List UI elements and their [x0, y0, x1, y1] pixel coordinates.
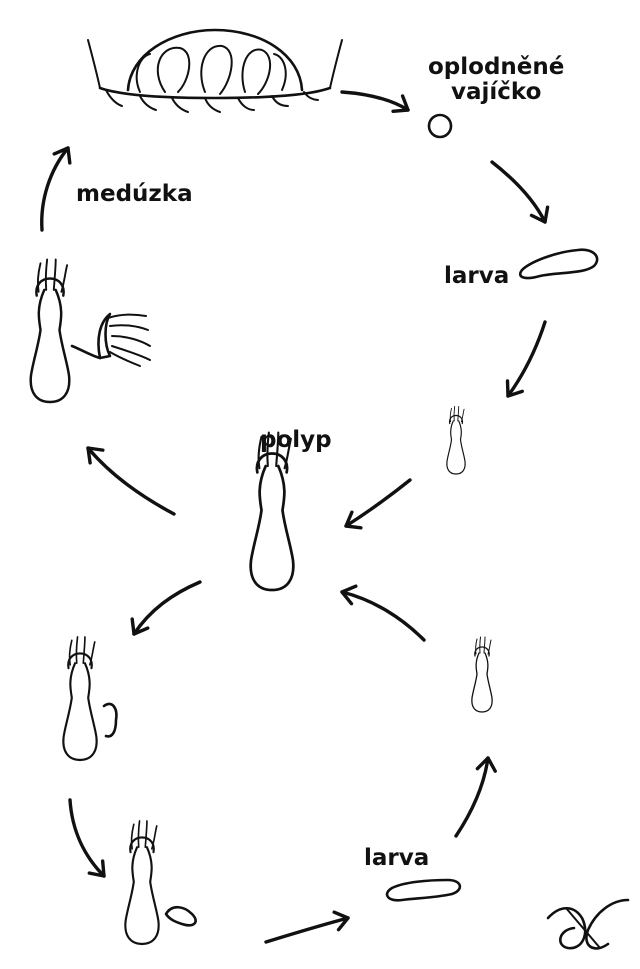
larva-bottom-label: larva	[364, 845, 430, 871]
arrow-lower-polyp-to-polyp	[338, 581, 426, 642]
artist-signature-mark	[546, 898, 630, 950]
central-polyp-drawing	[249, 431, 295, 592]
medusa-adult-drawing	[87, 28, 343, 113]
arrow-small-polyp-to-polyp	[339, 478, 412, 536]
budding-medusa-polyp-drawing	[29, 258, 151, 404]
larva-top-label: larva	[444, 263, 510, 289]
arrow-bottom-larva-to-polyp	[454, 755, 499, 838]
fertilized-egg-label-line1: oplodněné	[428, 54, 565, 80]
larva-releasing-polyp-drawing	[124, 819, 197, 946]
arrow-to-bottom-larva	[264, 907, 352, 944]
lower-right-small-polyp-drawing	[471, 636, 493, 713]
fertilized-egg-label: oplodněné vajíčko	[428, 54, 565, 106]
fertilized-egg-label-line2: vajíčko	[450, 79, 542, 106]
arrow-egg-to-larva	[490, 160, 555, 228]
larva-top-drawing	[519, 248, 599, 280]
arrow-polyp-to-strobila	[79, 439, 176, 516]
arrow-polyp-to-budding-polyp	[124, 580, 202, 641]
fertilized-egg-drawing	[427, 113, 453, 139]
arrow-larva-to-small-polyp	[498, 320, 547, 403]
budding-polyp-drawing	[62, 635, 118, 762]
polyp-label: polyp	[260, 427, 332, 453]
arrow-strobila-to-medusa	[40, 141, 78, 232]
arrow-budding-to-releasing-polyp	[68, 798, 113, 884]
larva-bottom-drawing	[385, 878, 462, 902]
small-polyp-drawing	[446, 405, 466, 475]
arrow-medusa-to-egg	[340, 90, 415, 120]
medusa-label: medúzka	[76, 181, 193, 207]
